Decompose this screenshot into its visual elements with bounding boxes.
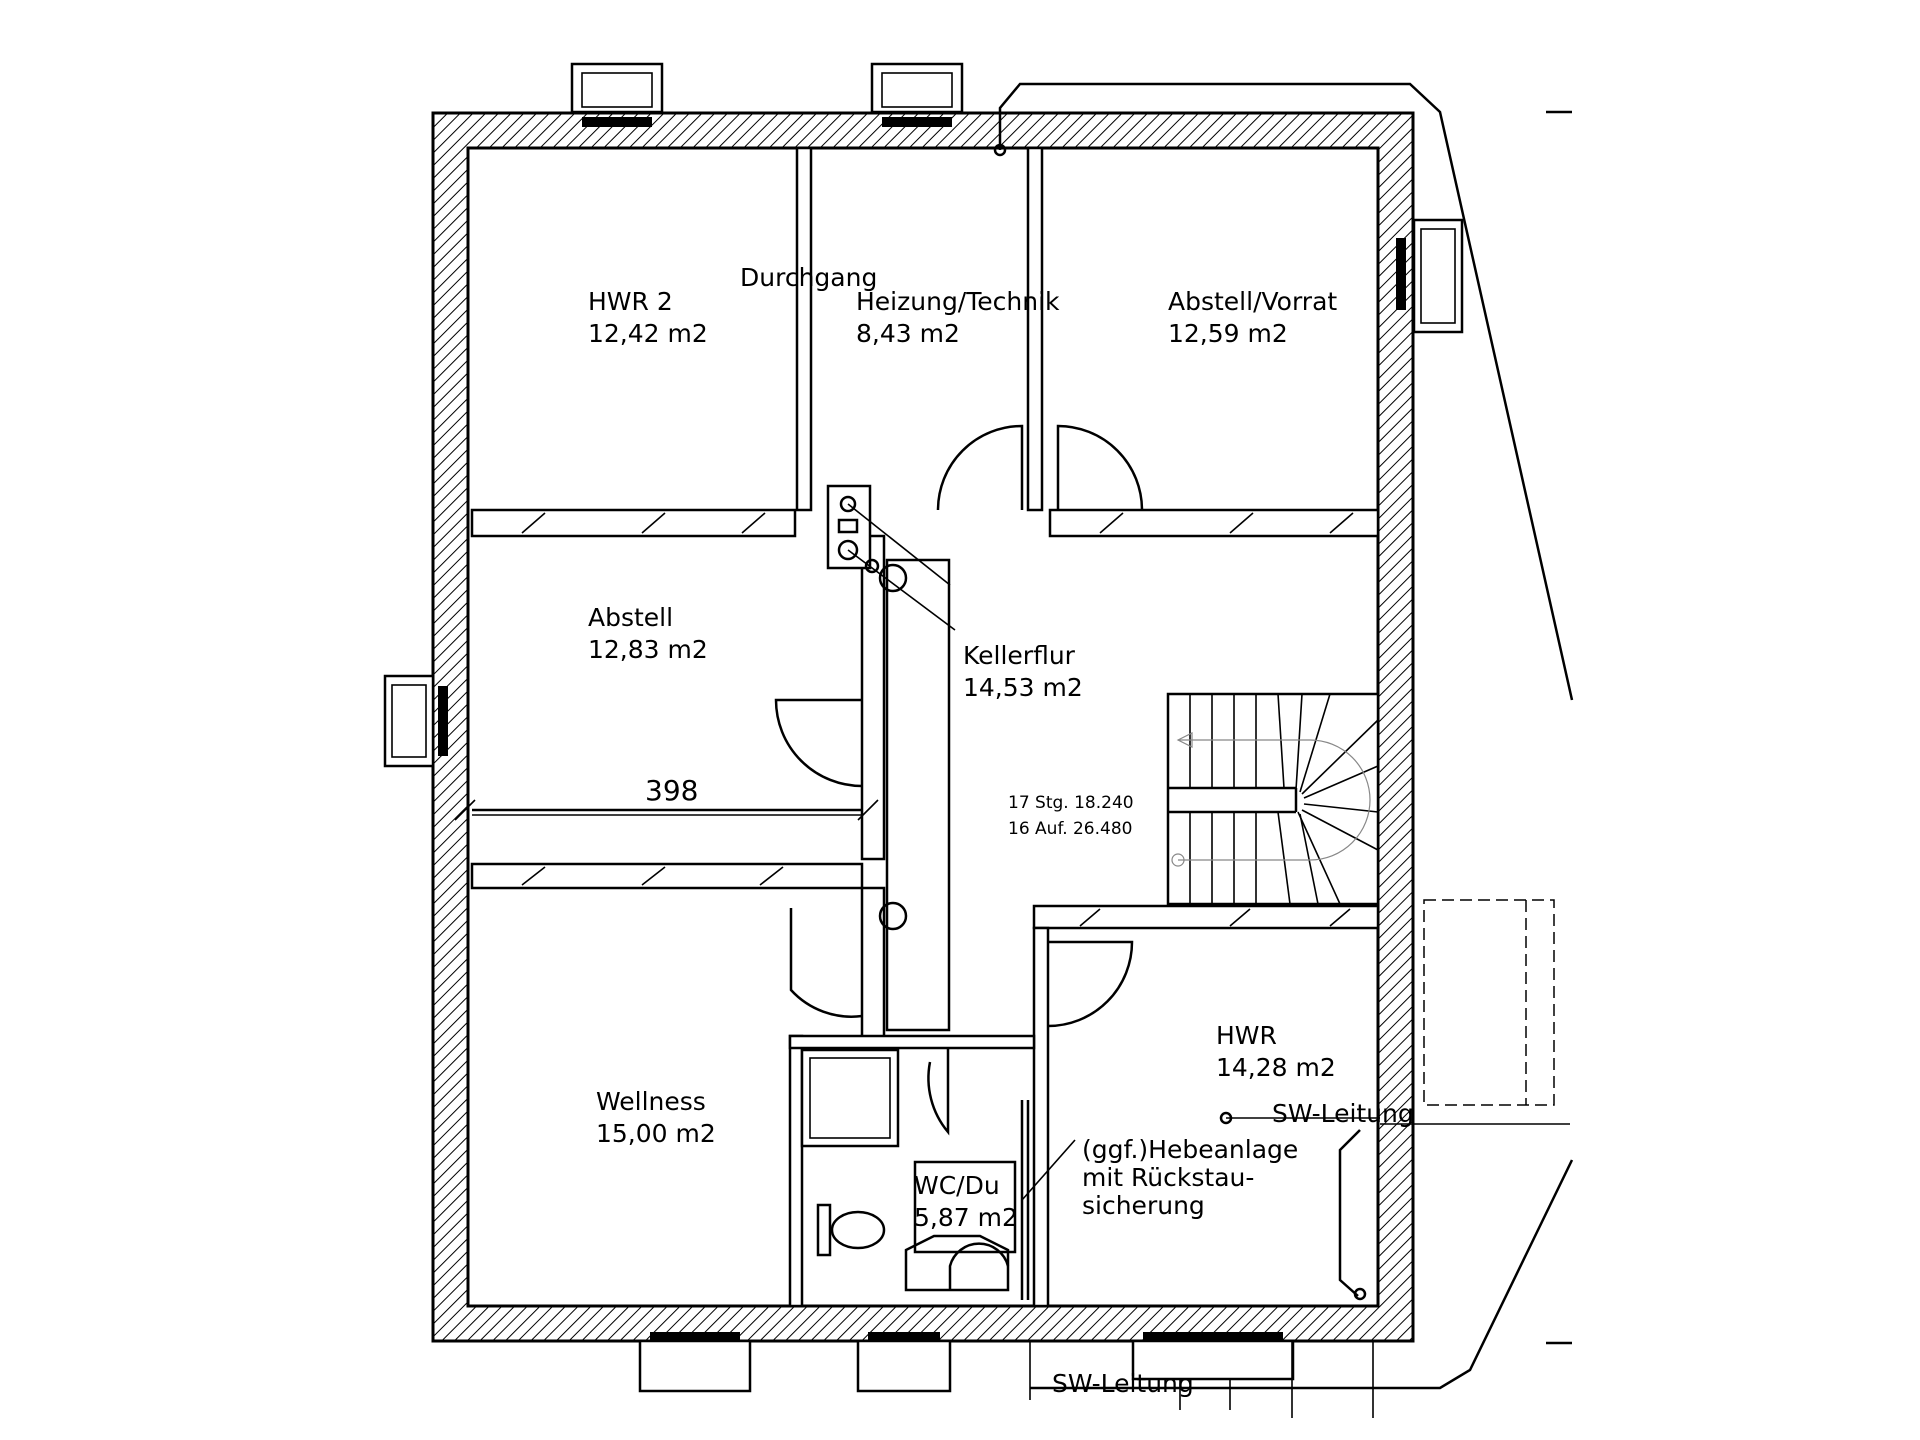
staircase xyxy=(1166,692,1380,906)
room-wellness-area: 15,00 m2 xyxy=(596,1119,716,1148)
room-abstell-name: Abstell xyxy=(588,603,673,632)
window-bottom-left xyxy=(638,1332,752,1393)
doors xyxy=(774,424,1144,1136)
window-right xyxy=(1396,218,1464,334)
room-durchgang-name: Durchgang xyxy=(740,263,877,292)
room-heizung-name: Heizung/Technik xyxy=(856,287,1060,316)
room-abstell-area: 12,83 m2 xyxy=(588,635,708,664)
room-hwr-name: HWR xyxy=(1216,1021,1277,1050)
window-top-left xyxy=(570,62,664,127)
room-wc-du-name: WC/Du xyxy=(914,1171,1000,1200)
room-hwr-area: 14,28 m2 xyxy=(1216,1053,1336,1082)
room-heizung-area: 8,43 m2 xyxy=(856,319,960,348)
sw-leitung-bottom-label: SW-Leitung xyxy=(1052,1369,1194,1398)
terrace-outline xyxy=(1029,110,1574,1418)
dimension-label: 398 xyxy=(645,774,698,807)
room-hwr2-area: 12,42 m2 xyxy=(588,319,708,348)
room-wc-du-area: 5,87 m2 xyxy=(914,1203,1018,1232)
room-kellerflur-area: 14,53 m2 xyxy=(963,673,1083,702)
room-kellerflur-name: Kellerflur xyxy=(963,641,1076,670)
room-wellness-name: Wellness xyxy=(596,1087,706,1116)
window-left xyxy=(383,674,448,768)
interior-walls xyxy=(454,146,1380,1308)
pump-equipment xyxy=(1219,1111,1570,1301)
pipe-line-top xyxy=(998,82,1574,701)
exterior-wall xyxy=(431,111,1415,1343)
sw-leitung-right-label: SW-Leitung xyxy=(1272,1099,1414,1128)
wc-fixtures xyxy=(800,1048,1030,1300)
window-bottom-right xyxy=(1131,1332,1295,1410)
hebeanlage-label-line3: sicherung xyxy=(1082,1191,1205,1220)
installation-shaft xyxy=(826,484,956,631)
hebeanlage-label-line1: (ggf.)Hebeanlage xyxy=(1082,1135,1298,1164)
hebeanlage-label-line2: mit Rückstau- xyxy=(1082,1163,1254,1192)
window-top-middle xyxy=(870,62,964,127)
room-hwr2-name: HWR 2 xyxy=(588,287,673,316)
hebeanlage-leader xyxy=(1021,1139,1076,1201)
room-abstell-vorrat-name: Abstell/Vorrat xyxy=(1168,287,1337,316)
stairs-rise-label: 16 Auf. 26.480 xyxy=(1008,819,1132,839)
stairs-steps-label: 17 Stg. 18.240 xyxy=(1008,793,1134,813)
room-abstell-vorrat-area: 12,59 m2 xyxy=(1168,319,1288,348)
window-bottom-middle xyxy=(856,1332,952,1393)
